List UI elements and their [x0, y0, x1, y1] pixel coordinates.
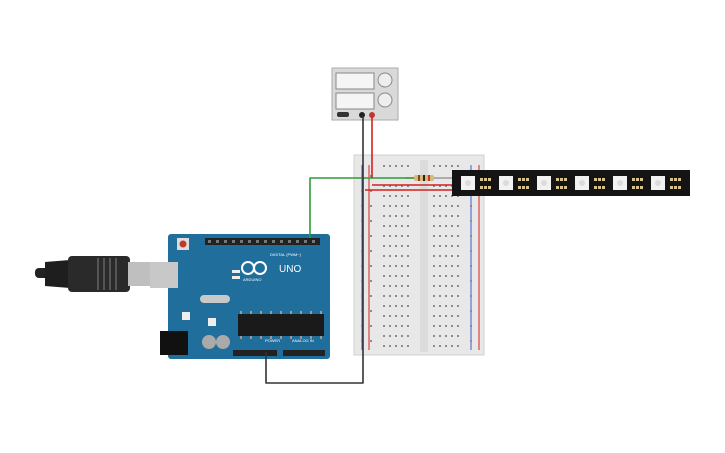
resistor[interactable]: [405, 175, 445, 181]
power-header: [233, 350, 277, 356]
arduino-uno-board[interactable]: DIGITAL (PWM~) UNO ARDUINO POWER: [150, 234, 330, 359]
led-strip[interactable]: [452, 170, 690, 196]
dc-jack: [160, 331, 188, 355]
model-label: UNO: [279, 264, 301, 275]
digital-header: [205, 238, 320, 245]
digital-label: DIGITAL (PWM~): [270, 252, 302, 257]
power-label: POWER: [265, 338, 280, 343]
led-pixel[interactable]: [461, 176, 491, 190]
led-pixel[interactable]: [575, 176, 605, 190]
terminal-negative: [359, 112, 365, 118]
logo-text: ARDUINO: [243, 277, 261, 282]
led-pixel[interactable]: [499, 176, 529, 190]
arduino-logo-icon: [241, 261, 267, 275]
usb-cable[interactable]: [35, 256, 154, 292]
wire-black-ground[interactable]: [265, 116, 364, 384]
terminal-positive: [369, 112, 375, 118]
usb-jack: [150, 262, 178, 288]
led-pixel[interactable]: [537, 176, 567, 190]
wires: [265, 116, 455, 384]
breadboard-holes: [383, 165, 459, 167]
atmega-chip: [238, 314, 324, 336]
analog-label: ANALOG IN: [292, 338, 314, 343]
power-switch[interactable]: [337, 112, 349, 117]
reset-button[interactable]: [179, 240, 187, 248]
wire-green-data[interactable]: [309, 177, 414, 238]
analog-header: [283, 350, 325, 356]
crystal: [200, 295, 230, 303]
led-pixel[interactable]: [651, 176, 681, 190]
breadboard[interactable]: [353, 154, 485, 356]
led-pixel[interactable]: [613, 176, 643, 190]
power-supply[interactable]: [331, 67, 399, 121]
